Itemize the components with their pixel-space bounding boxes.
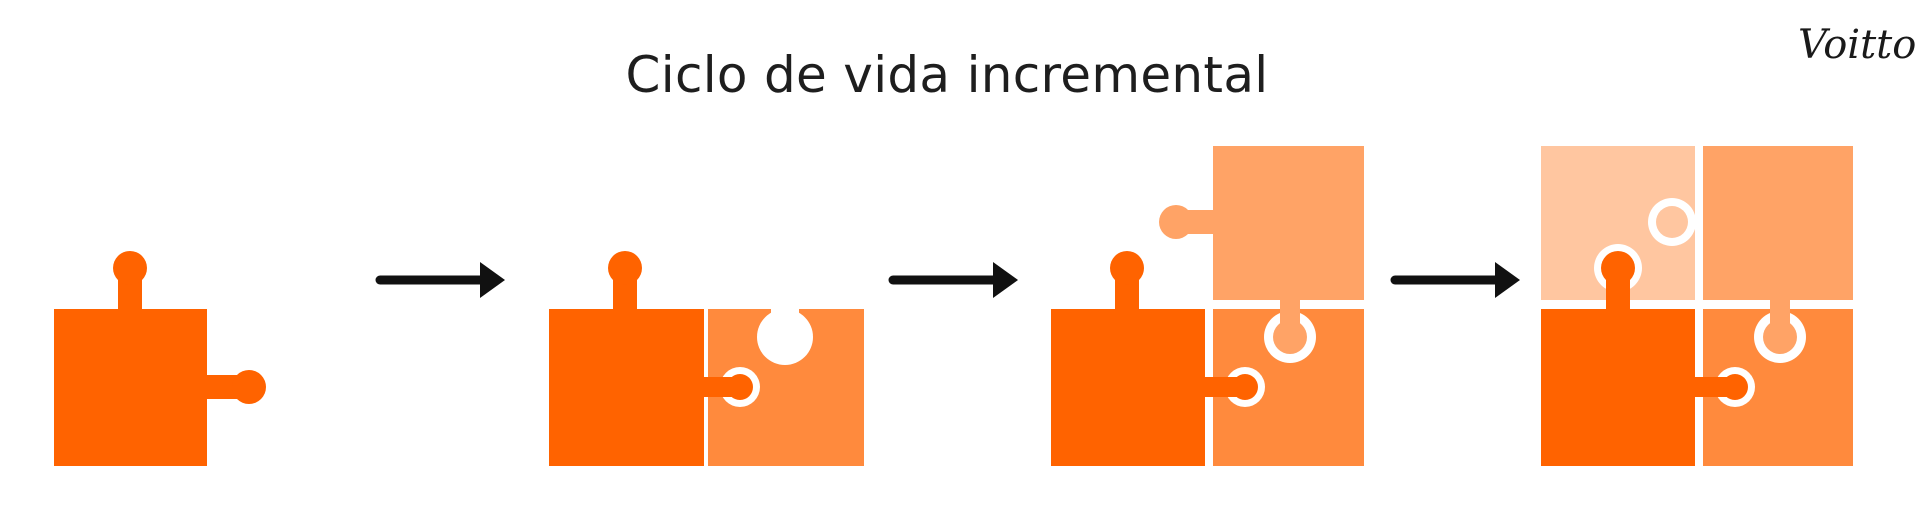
puzzle-piece-dark — [1541, 244, 1695, 466]
stage-2 — [549, 251, 864, 466]
puzzle-piece-light — [1159, 146, 1364, 300]
puzzle-piece-light — [1648, 146, 1853, 300]
arrow-1 — [375, 262, 505, 298]
puzzle-piece-dark — [549, 251, 704, 466]
puzzle-piece-dark — [1051, 251, 1205, 466]
stage-1 — [54, 251, 266, 466]
brand-logo: Voitto — [1798, 22, 1917, 68]
puzzle-piece-medium — [1205, 300, 1364, 466]
puzzle-piece-dark — [54, 251, 266, 466]
arrow-2 — [888, 262, 1018, 298]
puzzle-piece-medium — [704, 307, 864, 466]
diagram-title: Ciclo de vida incremental — [625, 46, 1269, 104]
arrow-3 — [1390, 262, 1520, 298]
stage-4 — [1541, 146, 1853, 466]
puzzle-piece-medium — [1693, 300, 1853, 466]
stage-3 — [1051, 146, 1364, 466]
